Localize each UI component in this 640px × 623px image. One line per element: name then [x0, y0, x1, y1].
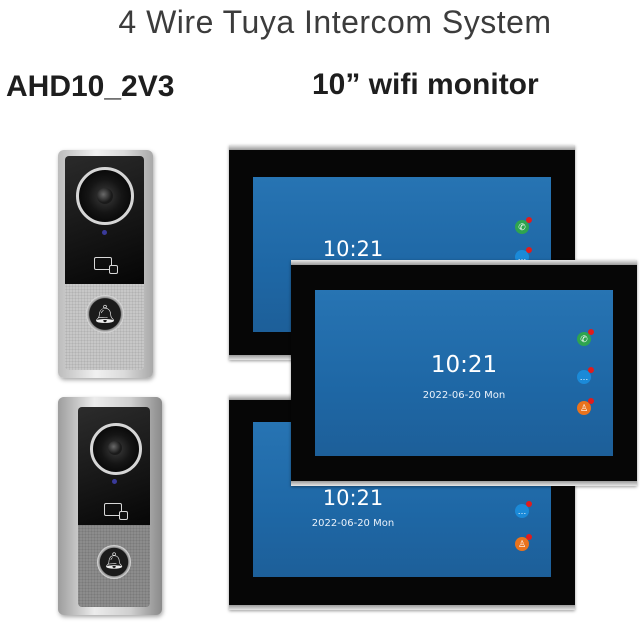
card-reader-icon — [104, 503, 128, 520]
doorbell-glass-panel — [78, 407, 150, 525]
clock-date: 2022-06-20 Mon — [422, 390, 506, 401]
bell-icon: 🔔︎ — [93, 304, 117, 324]
ir-sensor-icon — [102, 230, 107, 235]
clock-time: 10:21 — [430, 352, 498, 378]
monitor-label: 10” wifi monitor — [312, 68, 539, 101]
chat-icon[interactable]: … — [577, 367, 594, 384]
camera-lens-core — [97, 188, 113, 204]
ir-sensor-icon — [112, 479, 117, 484]
call-button[interactable]: 🔔︎ — [86, 295, 124, 333]
card-reader-icon — [94, 257, 118, 274]
person-icon[interactable]: ♙ — [577, 398, 594, 415]
doorbell-grey: 🔔︎ — [58, 397, 162, 615]
person-icon[interactable]: ♙ — [515, 534, 532, 551]
doorbell-panel: 🔔︎ — [78, 407, 150, 607]
doorbell-silver: 🔔︎ — [58, 150, 153, 378]
doorbell-model-label: AHD10_2V3 — [6, 70, 175, 103]
camera-lens-core — [108, 441, 122, 455]
call-icon[interactable]: ✆ — [577, 329, 594, 346]
camera-lens-icon — [76, 167, 134, 225]
clock-date: 2022-06-20 Mon — [311, 518, 395, 529]
monitor-screen[interactable]: 10:21 2022-06-20 Mon ✆ … ♙ — [315, 290, 613, 456]
camera-lens-icon — [90, 423, 142, 475]
clock-time: 10:21 — [322, 486, 384, 510]
product-title: 4 Wire Tuya Intercom System — [118, 4, 552, 40]
call-button[interactable]: 🔔︎ — [97, 545, 131, 579]
bell-icon: 🔔︎ — [103, 553, 125, 570]
doorbell-panel: 🔔︎ — [65, 156, 144, 370]
call-icon[interactable]: ✆ — [515, 217, 532, 234]
monitor-front: 10:21 2022-06-20 Mon ✆ … ♙ — [291, 260, 637, 486]
clock-time: 10:21 — [322, 237, 384, 261]
doorbell-glass-panel — [65, 156, 144, 284]
chat-icon[interactable]: … — [515, 501, 532, 518]
